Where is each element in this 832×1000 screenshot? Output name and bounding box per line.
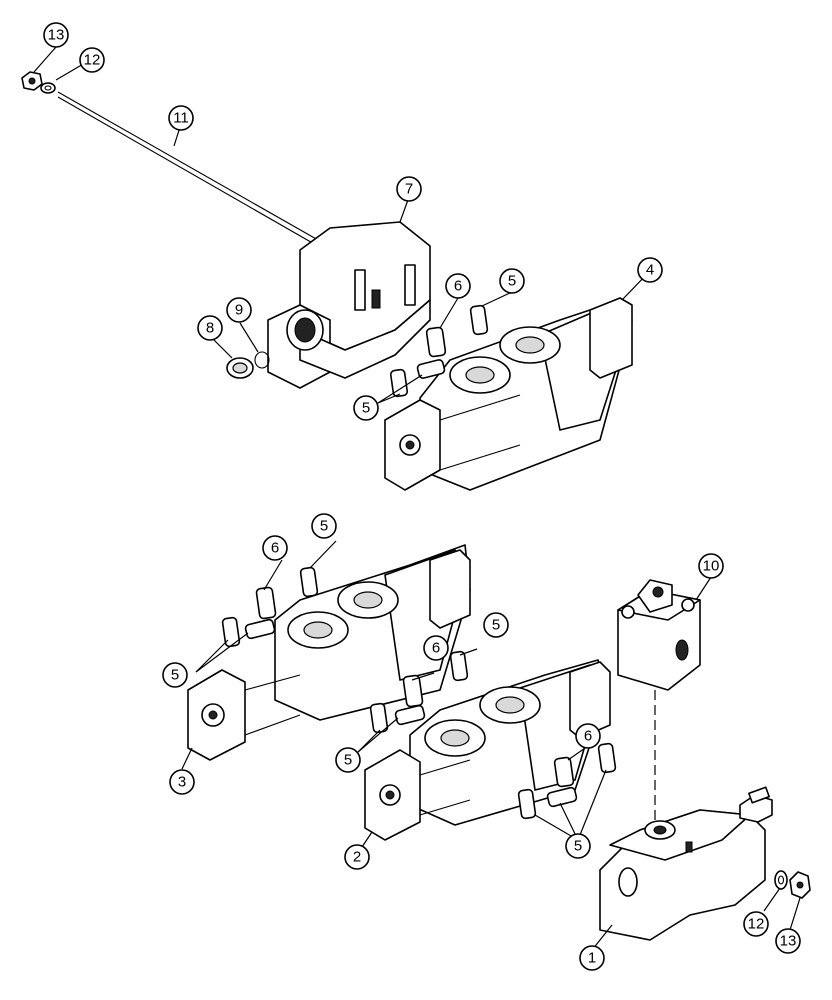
callout-4: 4: [637, 257, 663, 283]
inlet-section-part-1: [599, 786, 773, 941]
callout-5-right-bottom: 5: [565, 833, 591, 859]
callout-5-upper-right: 5: [499, 268, 525, 294]
svg-text:13: 13: [48, 27, 65, 44]
callout-6-lower: 6: [423, 635, 449, 661]
svg-text:9: 9: [235, 302, 243, 319]
callout-8: 8: [197, 315, 223, 341]
svg-text:6: 6: [584, 728, 592, 745]
svg-text:2: 2: [353, 849, 361, 866]
svg-text:12: 12: [84, 52, 101, 69]
washer-part-12-top: [40, 82, 56, 94]
callout-12-top: 12: [79, 47, 105, 73]
gasket-set-lower-left: [369, 650, 469, 734]
callout-11: 11: [168, 105, 194, 131]
washer-part-12-bottom: [774, 870, 788, 890]
callout-6-middle: 6: [262, 535, 288, 561]
callout-13-bottom: 13: [775, 928, 801, 954]
callout-6-upper: 6: [445, 273, 471, 299]
callout-5-lower-right-a: 5: [483, 612, 509, 638]
svg-text:11: 11: [173, 110, 189, 127]
plug-part-8: [226, 357, 254, 379]
svg-text:4: 4: [646, 262, 654, 279]
svg-text:5: 5: [492, 617, 500, 634]
valve-section-part-2: [364, 659, 611, 841]
svg-text:1: 1: [588, 950, 596, 967]
callout-6-right: 6: [575, 723, 601, 749]
svg-text:5: 5: [362, 400, 370, 417]
svg-text:10: 10: [703, 558, 720, 575]
svg-text:6: 6: [271, 540, 279, 557]
svg-text:6: 6: [454, 278, 462, 295]
svg-text:3: 3: [178, 774, 186, 791]
leader-lines: [33, 46, 801, 951]
nut-part-13-bottom: [789, 871, 811, 899]
callout-3: 3: [169, 769, 195, 795]
svg-text:5: 5: [171, 667, 179, 684]
svg-text:5: 5: [344, 752, 352, 769]
svg-text:5: 5: [320, 518, 328, 535]
svg-text:5: 5: [508, 273, 516, 290]
valve-section-part-3: [187, 544, 471, 761]
gasket-set-upper: [389, 304, 489, 398]
relief-valve-part-10: [617, 579, 701, 691]
callout-5-lower-left: 5: [335, 747, 361, 773]
callout-5-middle-left: 5: [162, 662, 188, 688]
svg-text:13: 13: [780, 933, 797, 950]
gasket-set-lower-right: [517, 742, 617, 820]
callout-13-top: 13: [43, 22, 69, 48]
svg-text:5: 5: [574, 838, 582, 855]
end-cover-part-7: [267, 221, 431, 389]
gasket-set-middle: [221, 566, 319, 648]
callout-1: 1: [579, 945, 605, 971]
svg-text:7: 7: [405, 181, 413, 198]
callout-12-bottom: 12: [743, 911, 769, 937]
callout-9: 9: [226, 297, 252, 323]
svg-text:6: 6: [432, 640, 440, 657]
svg-text:12: 12: [748, 916, 765, 933]
valve-section-part-4: [384, 297, 633, 491]
callout-5-middle-right: 5: [311, 513, 337, 539]
tie-rod-part-11: [57, 91, 319, 246]
callout-2: 2: [344, 844, 370, 870]
o-ring-part-9: [254, 351, 270, 369]
svg-text:8: 8: [206, 320, 214, 337]
callout-5-upper-left: 5: [353, 395, 379, 421]
callout-10: 10: [698, 553, 724, 579]
nut-part-13-top: [21, 71, 43, 91]
callout-7: 7: [396, 176, 422, 202]
